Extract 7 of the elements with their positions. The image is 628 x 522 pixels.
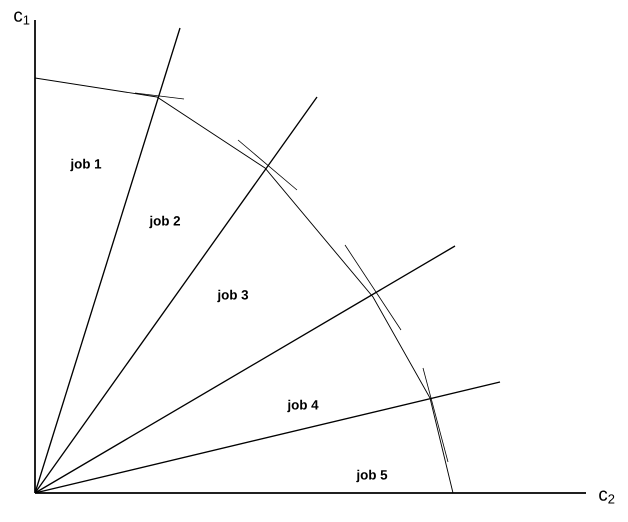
region-label: job 5 bbox=[356, 470, 388, 482]
axis-label: c$_{1}$ bbox=[14, 12, 30, 24]
region-label: job 1 bbox=[70, 158, 102, 172]
axis-label: c$_{2}$ bbox=[599, 490, 614, 504]
region-label: job 4 bbox=[287, 400, 318, 412]
region-label: job 2 bbox=[149, 216, 180, 228]
region-label: job 3 bbox=[217, 290, 248, 302]
